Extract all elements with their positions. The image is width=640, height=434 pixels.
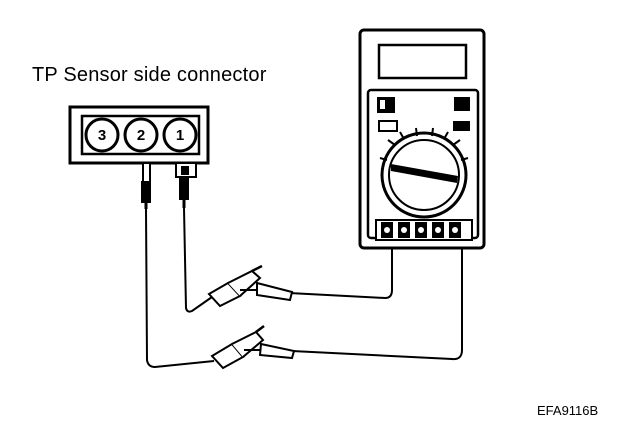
figure-code: EFA9116B [537, 403, 599, 418]
back-probe-left [141, 181, 151, 209]
connector-pin-2: 2 [123, 117, 159, 153]
pin-label-1: 1 [176, 127, 184, 144]
rotary-dial [379, 127, 469, 219]
pin-label-3: 3 [98, 127, 106, 144]
connector-pin-3: 3 [84, 117, 120, 153]
connector-pin-1: 1 [162, 117, 198, 153]
meter-terminals [375, 219, 473, 241]
meter-display [377, 43, 468, 80]
tp-sensor-connector: 3 2 1 [68, 105, 210, 184]
pin-label-2: 2 [137, 127, 145, 144]
test-leads [145, 207, 463, 369]
alligator-clip-lower [210, 325, 296, 370]
back-probe-right [179, 178, 189, 208]
meter-buttons [377, 97, 470, 132]
alligator-clip-upper [207, 264, 294, 308]
multimeter [358, 28, 486, 250]
connector-title: TP Sensor side connector [32, 64, 267, 86]
